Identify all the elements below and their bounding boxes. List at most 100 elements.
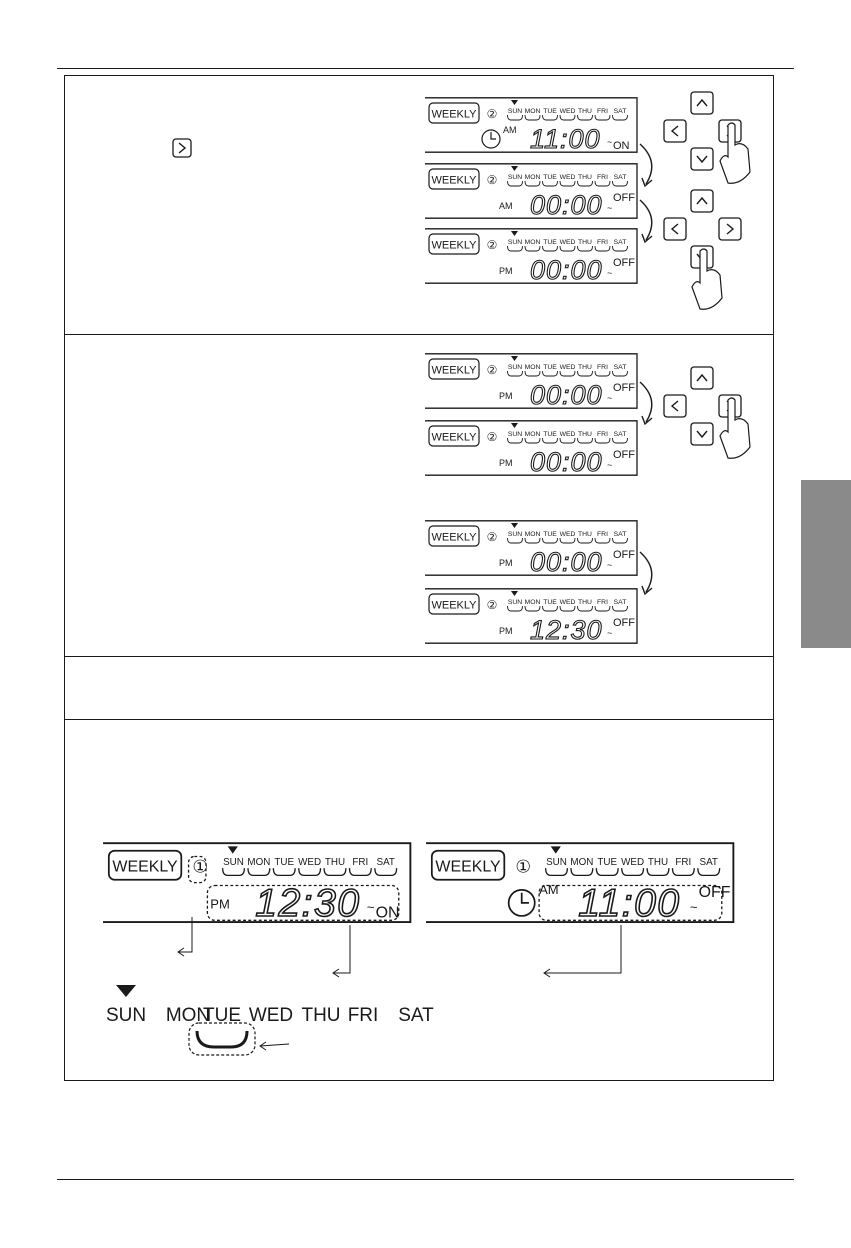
clock-icon (481, 129, 501, 149)
current-day-marker-icon (550, 846, 561, 854)
day-label: SAT (614, 174, 627, 181)
day-label: THU (578, 174, 592, 181)
day-label: TUE (543, 364, 557, 371)
svg-text:~: ~ (607, 137, 612, 147)
day-label: WED (298, 857, 321, 868)
day-label: SUN (508, 174, 522, 181)
day-label: FRI (597, 531, 608, 538)
time-display: 00:00 (530, 380, 603, 410)
day-label: WED (560, 108, 576, 115)
legend-day-label: WED (249, 1005, 293, 1026)
weekly-label: WEEKLY (428, 102, 480, 124)
day-label: TUE (543, 108, 557, 115)
day-label: WED (621, 857, 644, 868)
am-pm-indicator: PM (499, 558, 513, 568)
section-divider-3 (64, 719, 774, 720)
chapter-side-tab (801, 480, 851, 648)
current-day-marker-icon (511, 356, 518, 361)
step-arrow-icon (636, 378, 666, 433)
day-label: TUE (543, 599, 557, 606)
day-label: THU (578, 108, 592, 115)
current-day-marker-icon (227, 846, 238, 854)
pointing-hand-icon (719, 122, 751, 184)
day-label: SAT (614, 239, 627, 246)
program-number: ② (487, 173, 498, 187)
day-label: FRI (597, 108, 608, 115)
step-arrow-icon (636, 140, 666, 195)
day-label: MON (247, 857, 270, 868)
on-off-indicator: OFF (613, 449, 635, 461)
day-label: SAT (614, 599, 627, 606)
day-label: THU (578, 239, 592, 246)
program-number: ① (192, 856, 208, 876)
on-off-indicator: OFF (699, 884, 731, 901)
down-arrow-button-icon (690, 422, 714, 446)
time-display: 12:30 (255, 882, 360, 925)
day-label: THU (578, 431, 592, 438)
day-label: MON (525, 239, 541, 246)
program-number: ② (487, 107, 498, 121)
day-label: FRI (352, 857, 368, 868)
bottom-rule (57, 1179, 794, 1180)
direction-pad-1 (655, 91, 765, 222)
up-arrow-button-icon (690, 366, 714, 390)
time-display: 00:00 (530, 190, 603, 220)
day-label: SUN (508, 599, 522, 606)
svg-text:WEEKLY: WEEKLY (112, 859, 178, 876)
day-label: MON (525, 364, 541, 371)
svg-text:~: ~ (367, 900, 375, 915)
weekly-label: WEEKLY (428, 525, 480, 547)
svg-text:WEEKLY: WEEKLY (431, 365, 477, 377)
day-label: MON (525, 174, 541, 181)
legend-day-label: SUN (106, 1005, 146, 1026)
up-arrow-button-icon (690, 91, 714, 115)
day-label: THU (325, 857, 345, 868)
day-label: SUN (546, 857, 567, 868)
am-pm-indicator: AM (499, 201, 513, 211)
time-display: 11:00 (530, 124, 601, 154)
day-label: TUE (543, 239, 557, 246)
step-arrow-icon (636, 548, 666, 603)
weekly-label: WEEKLY (430, 849, 506, 881)
svg-text:WEEKLY: WEEKLY (431, 175, 477, 187)
program-number: ② (487, 598, 498, 612)
up-arrow-button-icon (690, 189, 714, 213)
day-label: WED (560, 531, 576, 538)
weekly-label: WEEKLY (107, 849, 183, 881)
day-label: SAT (614, 531, 627, 538)
svg-text:~: ~ (607, 203, 612, 213)
legend-day-label: THU (301, 1005, 340, 1026)
direction-pad-3 (655, 366, 765, 497)
day-label: WED (560, 174, 576, 181)
on-off-indicator: ON (376, 904, 400, 921)
day-label: FRI (597, 239, 608, 246)
svg-text:WEEKLY: WEEKLY (435, 859, 501, 876)
day-label: MON (525, 531, 541, 538)
weekly-label: WEEKLY (428, 425, 480, 447)
day-label: SAT (700, 857, 718, 868)
day-label: WED (560, 599, 576, 606)
svg-text:~: ~ (607, 628, 612, 638)
program-number: ② (487, 238, 498, 252)
day-label: SUN (223, 857, 244, 868)
day-label: SAT (614, 431, 627, 438)
current-day-marker-icon (511, 423, 518, 428)
time-display: 00:00 (530, 255, 603, 285)
day-label: SUN (508, 239, 522, 246)
day-label: WED (560, 239, 576, 246)
pointing-hand-icon (719, 397, 751, 459)
day-label: TUE (543, 531, 557, 538)
on-off-indicator: OFF (613, 549, 635, 561)
weekly-label: WEEKLY (428, 593, 480, 615)
svg-text:WEEKLY: WEEKLY (431, 532, 477, 544)
